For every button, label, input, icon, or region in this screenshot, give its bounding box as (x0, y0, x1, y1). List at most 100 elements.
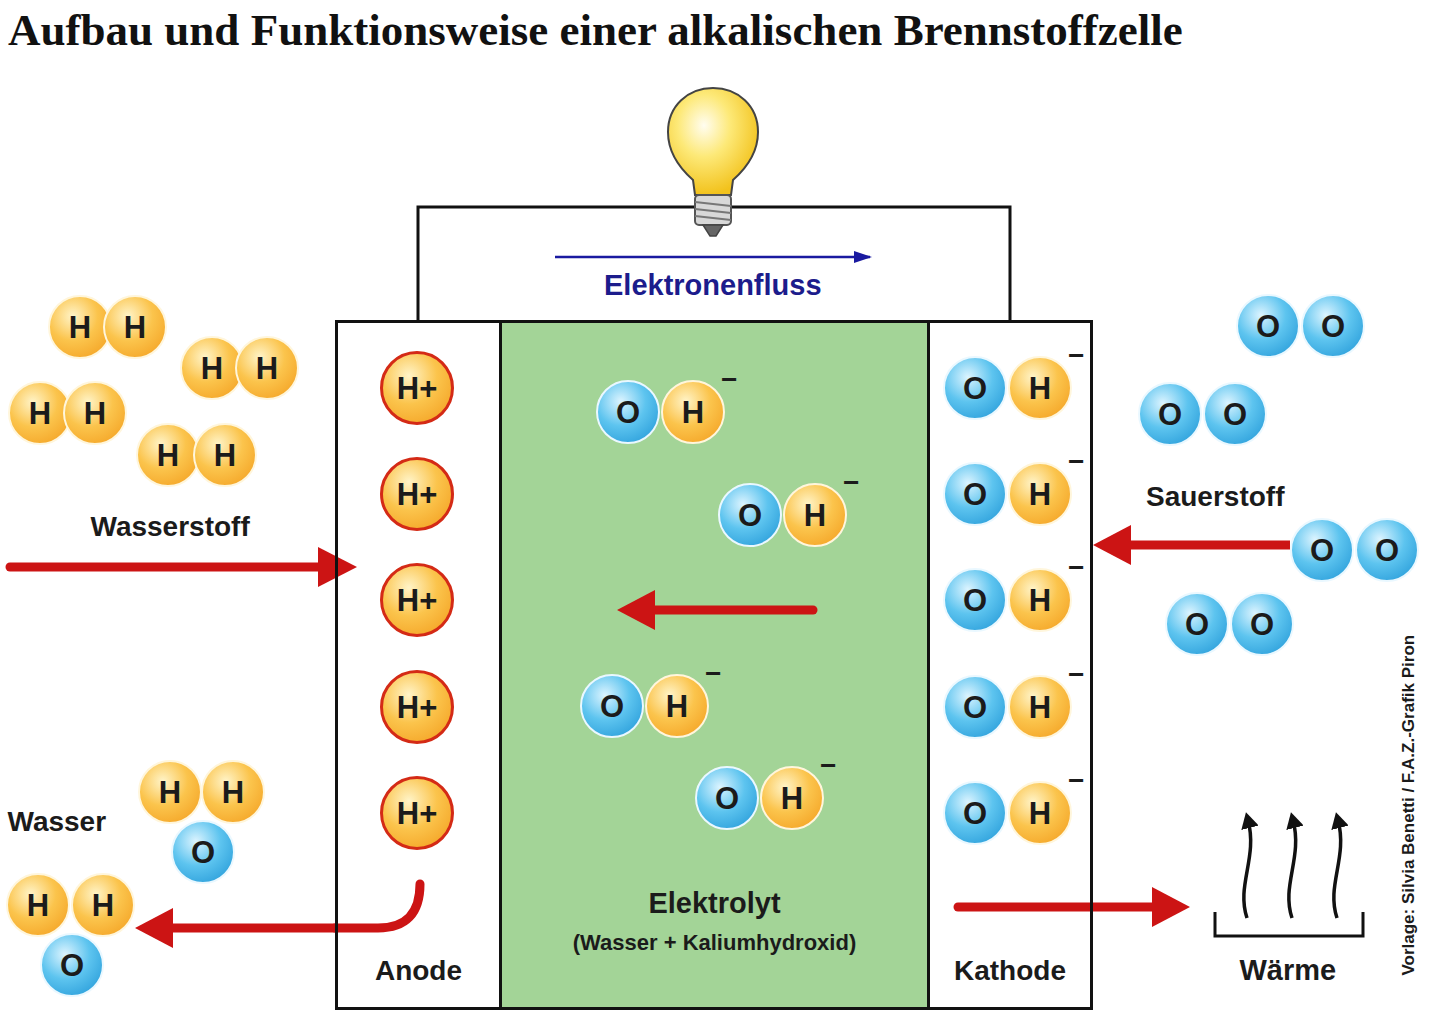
atom-symbol: H+ (397, 692, 438, 723)
oxygen-atom: O (596, 380, 660, 444)
oxygen-atom: O (40, 933, 104, 997)
part-name: Anode (338, 953, 499, 988)
part-note: (Wasser + Kaliumhydroxid) (502, 929, 927, 957)
oxygen-atom: O (943, 568, 1007, 632)
atom-symbol: H (124, 312, 146, 343)
hydrogen-atom: H (71, 873, 135, 937)
ion-migration-arrow (617, 590, 813, 630)
atom-symbol: H (1029, 692, 1051, 723)
hydrogen-atom: H (201, 760, 265, 824)
atom-symbol: H (1029, 585, 1051, 616)
hydrogen-atom: H (136, 423, 200, 487)
hydrogen-atom: H (138, 760, 202, 824)
oxygen-atom: O (1290, 518, 1354, 582)
hydrogen-atom: H (103, 295, 167, 359)
charge-sign: − (1068, 554, 1084, 582)
charge-sign: − (1068, 342, 1084, 370)
atom-symbol: H+ (397, 373, 438, 404)
atom-symbol: O (963, 585, 987, 616)
credit-note: Vorlage: Silvia Benetti / F.A.Z.-Grafik … (1399, 635, 1419, 976)
atom-symbol: H+ (397, 798, 438, 829)
atom-symbol: O (963, 798, 987, 829)
oxygen-atom: O (1203, 382, 1267, 446)
hydrogen-atom: H− (1008, 675, 1072, 739)
part-name: Elektrolyt (502, 885, 927, 921)
oxygen-atom: O (1355, 518, 1419, 582)
atom-symbol: H+ (397, 479, 438, 510)
cathode-panel: KathodeOH−OH−OH−OH−OH− (927, 320, 1093, 1010)
atom-symbol: H (27, 890, 49, 921)
output-label: Wasser (8, 805, 107, 839)
atom-symbol: O (1256, 311, 1280, 342)
light-bulb (668, 88, 758, 236)
charge-sign: − (843, 469, 859, 497)
oxygen-atom: O (943, 356, 1007, 420)
hydrogen-atom: H− (661, 380, 725, 444)
input-label: Wasserstoff (91, 510, 250, 544)
hydrogen-atom: H− (1008, 781, 1072, 845)
atom-symbol: O (963, 479, 987, 510)
charge-sign: − (705, 660, 721, 688)
atom-symbol: H (214, 440, 236, 471)
anode-panel: Anode H+ H+ H+ H+ H+ (335, 320, 502, 1010)
atom-symbol: O (1185, 609, 1209, 640)
atom-symbol: O (616, 397, 640, 428)
atom-symbol: H (222, 777, 244, 808)
atom-symbol: O (1158, 399, 1182, 430)
atom-symbol: H (29, 398, 51, 429)
hydrogen-supply-arrow (10, 547, 357, 587)
oxygen-atom: O (171, 820, 235, 884)
atom-symbol: O (738, 500, 762, 531)
oxygen-atom: O (580, 674, 644, 738)
proton: H+ (380, 563, 454, 637)
oxygen-atom: O (1138, 382, 1202, 446)
oxygen-atom: O (1230, 592, 1294, 656)
hydrogen-atom: H (193, 423, 257, 487)
charge-sign: − (1068, 767, 1084, 795)
atom-symbol: H (682, 397, 704, 428)
oxygen-atom: O (943, 781, 1007, 845)
charge-sign: − (820, 752, 836, 780)
output-label: Wärme (1240, 953, 1337, 988)
flow-arrow (1113, 541, 1290, 550)
atom-symbol: H (159, 777, 181, 808)
hydrogen-atom: H− (1008, 462, 1072, 526)
electrolyte-panel: Elektrolyt(Wasser + Kaliumhydroxid)OH−OH… (499, 320, 930, 1010)
charge-sign: − (1068, 448, 1084, 476)
atom-symbol: H (256, 353, 278, 384)
hydrogen-atom: H (63, 381, 127, 445)
oxygen-atom: O (943, 675, 1007, 739)
water-outflow-curve (335, 884, 420, 928)
atom-symbol: O (600, 691, 624, 722)
atom-symbol: O (715, 783, 739, 814)
atom-symbol: H (1029, 798, 1051, 829)
charge-sign: − (721, 366, 737, 394)
hydrogen-atom: H (235, 336, 299, 400)
atom-symbol: H (804, 500, 826, 531)
oxygen-atom: O (1165, 592, 1229, 656)
atom-symbol: O (963, 373, 987, 404)
atom-symbol: O (1310, 535, 1334, 566)
atom-symbol: O (963, 692, 987, 723)
oxygen-atom: O (695, 766, 759, 830)
atom-symbol: H (1029, 373, 1051, 404)
diagram-title: Aufbau und Funktionsweise einer alkalisc… (8, 4, 1183, 56)
atom-symbol: H+ (397, 585, 438, 616)
input-label: Sauerstoff (1146, 480, 1284, 514)
atom-symbol: H (666, 691, 688, 722)
atom-symbol: O (191, 837, 215, 868)
atom-symbol: O (1375, 535, 1399, 566)
atom-symbol: H (69, 312, 91, 343)
electrolyte-ground (500, 320, 928, 1010)
atom-symbol: O (1250, 609, 1274, 640)
oxygen-atom: O (1236, 294, 1300, 358)
charge-sign: − (1068, 661, 1084, 689)
atom-symbol: O (60, 950, 84, 981)
atom-symbol: H (84, 398, 106, 429)
proton: H+ (380, 351, 454, 425)
electron-flow-arrow (555, 256, 870, 259)
hydrogen-atom: H− (645, 674, 709, 738)
hydrogen-atom: H (6, 873, 70, 937)
